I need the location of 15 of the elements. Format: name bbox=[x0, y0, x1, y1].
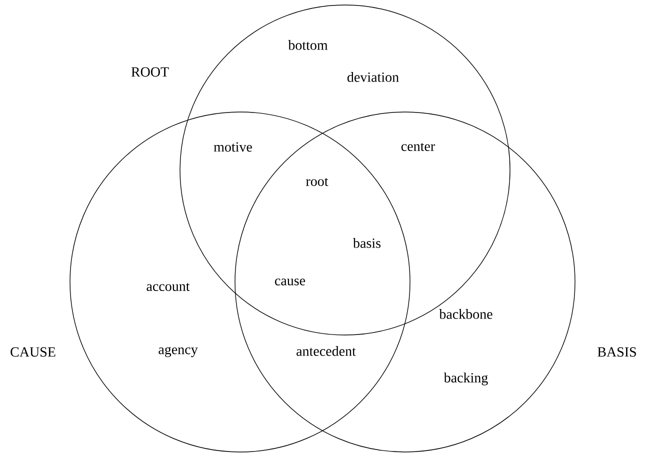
region-word: account bbox=[146, 282, 190, 291]
region-word: basis bbox=[353, 238, 380, 248]
region-word: center bbox=[401, 142, 435, 151]
region-word: deviation bbox=[347, 72, 399, 82]
set-heading: CAUSE bbox=[10, 347, 56, 357]
region-word: backbone bbox=[439, 309, 492, 319]
region-word: backing bbox=[444, 372, 488, 386]
region-word: motive bbox=[214, 142, 252, 152]
region-word: agency bbox=[158, 346, 198, 358]
region-word: bottom bbox=[288, 40, 328, 50]
region-word: antecedent bbox=[296, 346, 356, 356]
set-heading: ROOT bbox=[131, 67, 169, 77]
region-word: cause bbox=[275, 278, 306, 286]
region-word: root bbox=[306, 178, 328, 186]
set-heading: BASIS bbox=[598, 347, 636, 357]
